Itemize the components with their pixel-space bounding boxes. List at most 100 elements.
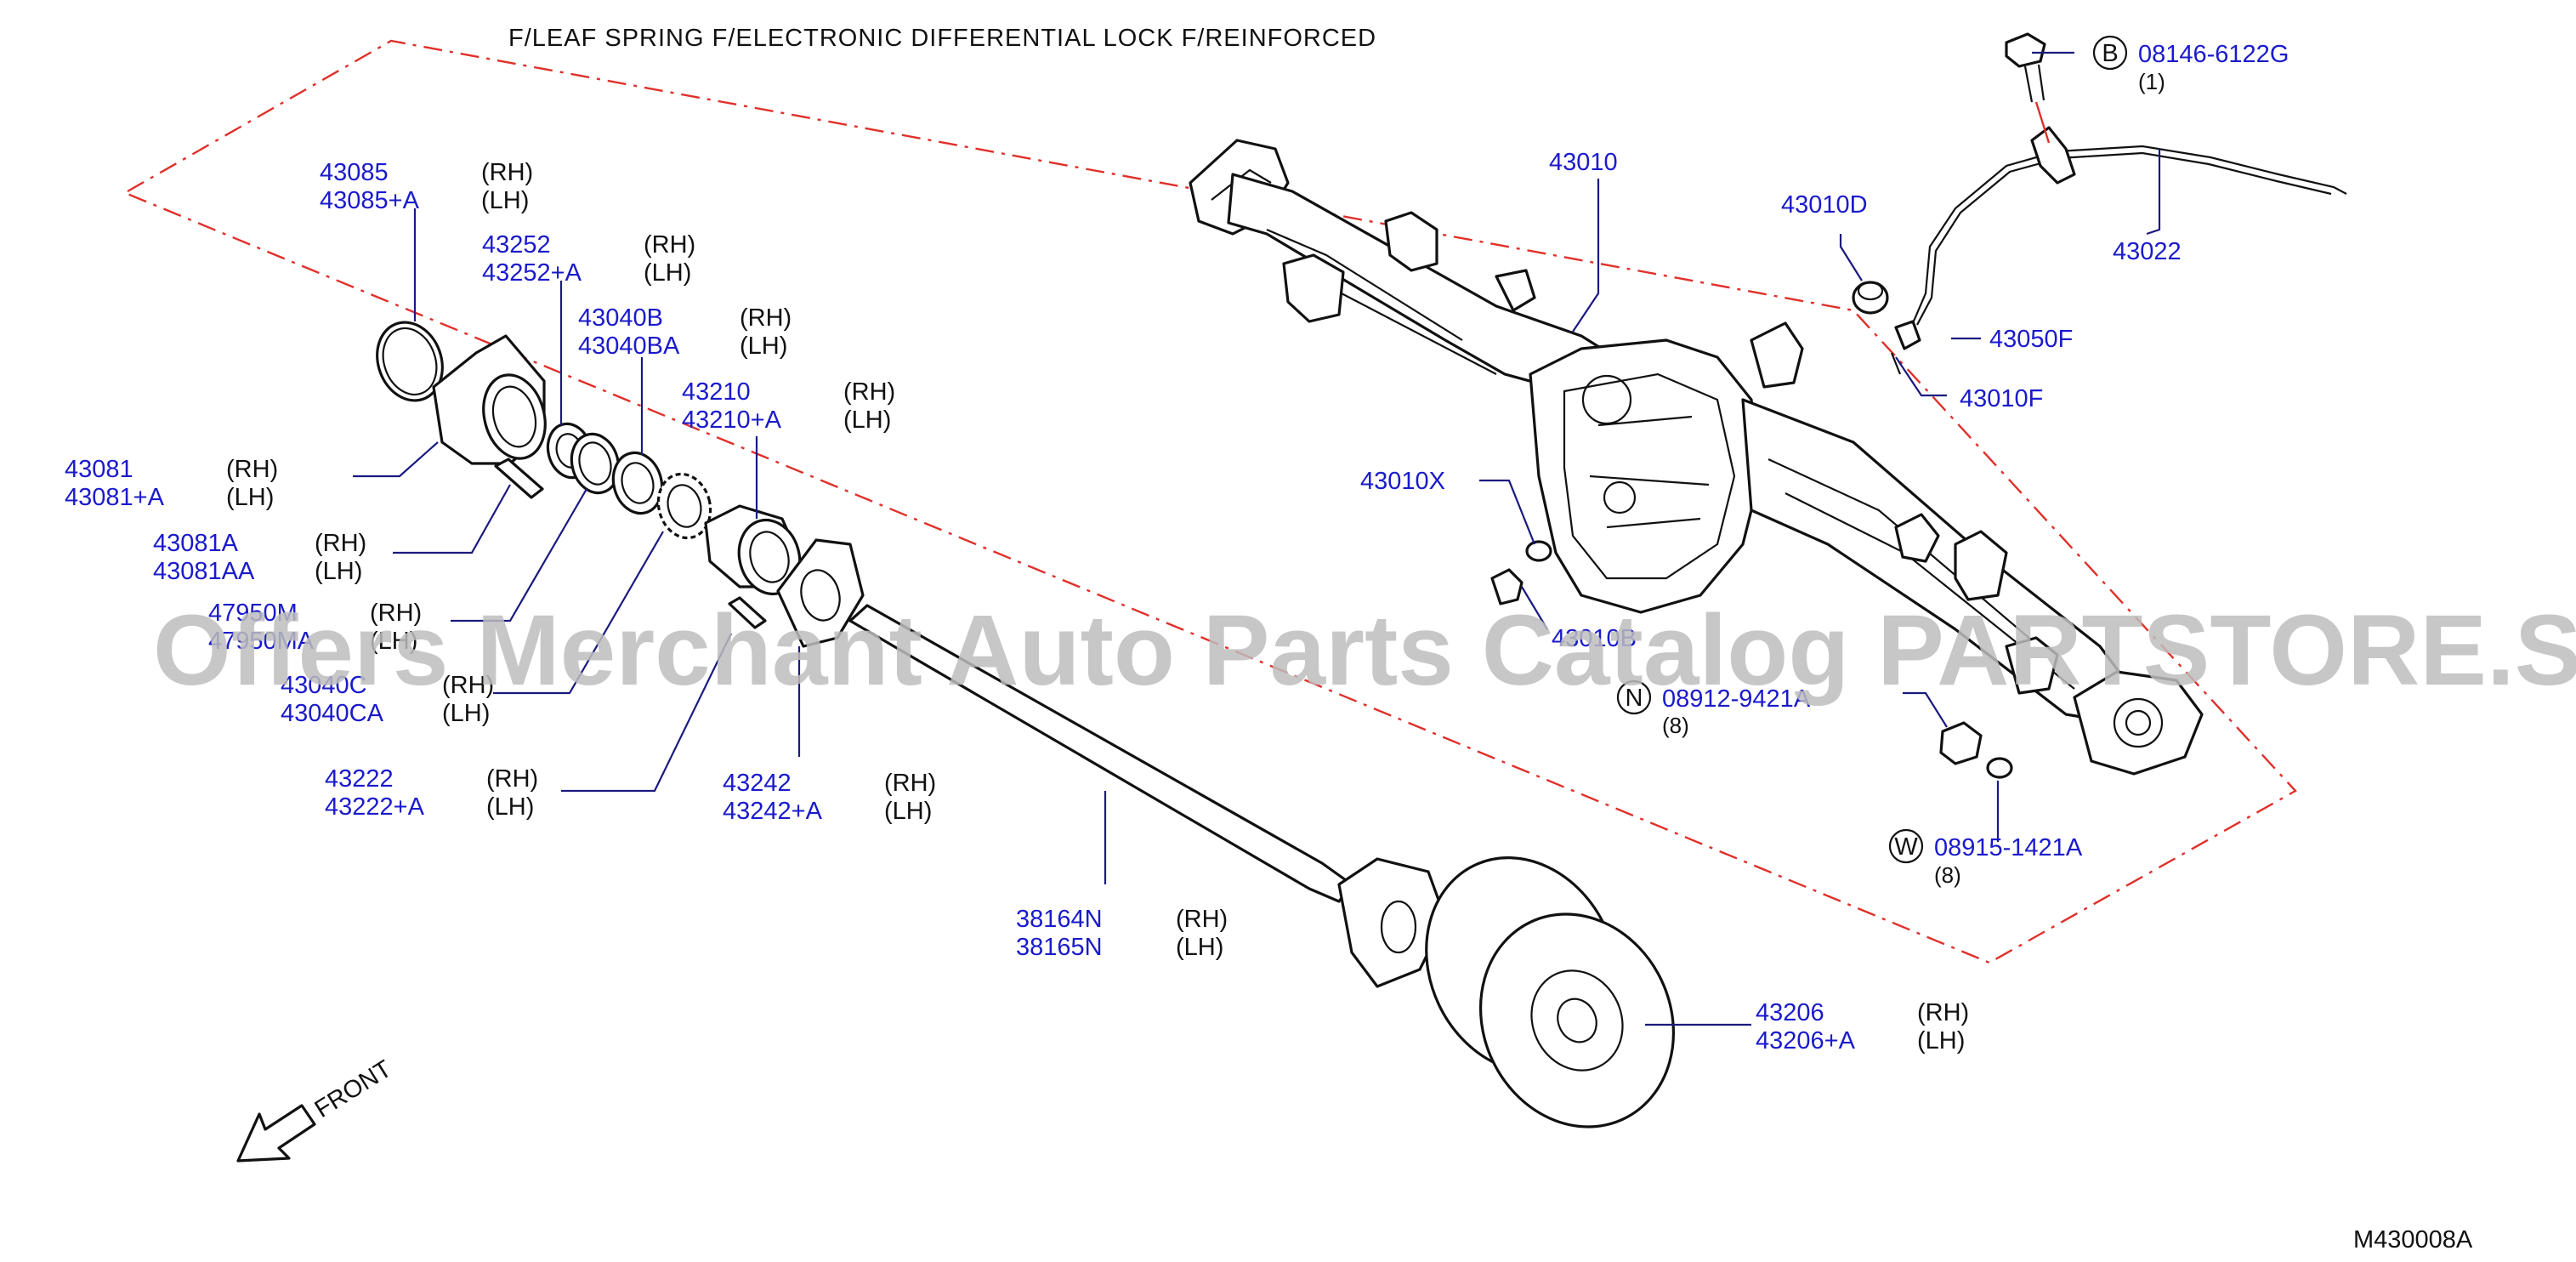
callout-43242[interactable]: 43242 43242+A (RH) (LH) (723, 770, 936, 825)
callout-43081a[interactable]: 43081A 43081AA (RH) (LH) (153, 530, 366, 585)
svg-text:(RH): (RH) (843, 378, 895, 406)
svg-text:43010D: 43010D (1781, 191, 1868, 219)
callout-08146[interactable]: B 08146-6122G (1) (2092, 35, 2289, 94)
callout-43085[interactable]: 43085 43085+A (RH) (LH) (320, 159, 533, 214)
callout-43040b[interactable]: 43040B 43040BA (RH) (LH) (578, 304, 792, 360)
exploded-view-boundary (127, 39, 2297, 964)
svg-text:43222: 43222 (325, 765, 394, 793)
backing-gasket-43242[interactable] (776, 538, 865, 648)
svg-text:38164N: 38164N (1016, 906, 1103, 933)
svg-text:43010X: 43010X (1360, 468, 1445, 495)
hub-bolt-43222[interactable] (728, 596, 767, 629)
callout-08915[interactable]: W 08915-1421A (8) (1888, 828, 2083, 888)
svg-text:(RH): (RH) (486, 765, 538, 793)
svg-text:47950M: 47950M (208, 600, 298, 627)
callout-43010f[interactable]: 43010F (1960, 385, 2043, 412)
svg-text:(8): (8) (1934, 862, 1961, 888)
badge-w-icon (1888, 828, 1924, 864)
diagram-header: F/LEAF SPRING F/ELECTRONIC DIFFERENTIAL … (508, 25, 1376, 52)
svg-text:(1): (1) (2138, 69, 2165, 94)
callout-43222[interactable]: 43222 43222+A (RH) (LH) (325, 765, 538, 821)
svg-text:(RH): (RH) (644, 231, 695, 259)
svg-text:43210: 43210 (682, 378, 751, 406)
svg-text:43206+A: 43206+A (1756, 1027, 1856, 1055)
wheel-bearing-43210[interactable] (704, 504, 808, 601)
callout-43210[interactable]: 43210 43210+A (RH) (LH) (682, 378, 895, 434)
svg-text:(LH): (LH) (315, 558, 362, 585)
callout-43010[interactable]: 43010 (1549, 149, 1618, 176)
diagram-code: M430008A (2353, 1226, 2473, 1253)
svg-text:(LH): (LH) (442, 700, 490, 727)
spacer-47950m[interactable] (565, 429, 625, 498)
svg-text:(RH): (RH) (481, 159, 533, 186)
svg-text:(LH): (LH) (644, 259, 691, 287)
svg-text:(RH): (RH) (442, 672, 494, 699)
svg-text:(LH): (LH) (884, 798, 932, 825)
svg-text:N: N (1626, 685, 1643, 712)
svg-text:43085+A: 43085+A (320, 187, 420, 214)
callout-43022[interactable]: 43022 (2113, 238, 2182, 265)
bearing-retainer-housing-43081[interactable] (432, 334, 554, 465)
badge-b-icon (2092, 35, 2128, 71)
svg-text:08912-9421A: 08912-9421A (1662, 685, 1811, 713)
svg-text:(LH): (LH) (1917, 1027, 1965, 1055)
lock-nut-43040b[interactable] (607, 447, 669, 519)
svg-text:43252: 43252 (482, 231, 551, 259)
plug-43010b[interactable] (1490, 568, 1523, 605)
svg-text:(LH): (LH) (843, 406, 891, 434)
svg-text:(RH): (RH) (884, 770, 936, 797)
svg-text:43252+A: 43252+A (482, 259, 582, 287)
stud-bolt-43081a[interactable] (494, 458, 544, 499)
callout-43010b[interactable]: 43010B (1552, 625, 1637, 652)
svg-text:(RH): (RH) (740, 304, 792, 332)
callout-38164n[interactable]: 38164N 38165N (RH) (LH) (1016, 906, 1228, 961)
callout-43010d[interactable]: 43010D (1781, 191, 1868, 219)
svg-text:43040C: 43040C (281, 672, 367, 699)
svg-text:(RH): (RH) (1917, 999, 1969, 1026)
svg-text:43022: 43022 (2113, 238, 2182, 265)
front-arrow-icon (236, 1104, 316, 1163)
callout-43252[interactable]: 43252 43252+A (RH) (LH) (482, 231, 695, 287)
svg-text:(LH): (LH) (481, 187, 529, 214)
svg-text:43081+A: 43081+A (65, 484, 165, 511)
callout-47950m[interactable]: 47950M 47950MA (RH) (LH) (208, 600, 422, 655)
svg-text:43040B: 43040B (578, 304, 663, 332)
svg-text:(RH): (RH) (370, 600, 422, 627)
bolt-08146[interactable] (2005, 32, 2051, 144)
svg-text:43040CA: 43040CA (281, 700, 384, 727)
nut-08912[interactable] (1939, 721, 1983, 765)
brake-drum-43206[interactable] (1392, 827, 1708, 1159)
svg-text:43040BA: 43040BA (578, 333, 680, 360)
gasket-43010x[interactable] (1525, 540, 1552, 562)
washer-08915[interactable] (1986, 757, 2013, 779)
callout-08912[interactable]: N 08912-9421A (8) (1616, 679, 1811, 738)
svg-text:43010: 43010 (1549, 149, 1618, 176)
svg-text:43050F: 43050F (1989, 326, 2073, 353)
svg-text:38165N: 38165N (1016, 934, 1103, 961)
svg-text:43081A: 43081A (153, 530, 239, 557)
svg-text:08146-6122G: 08146-6122G (2138, 41, 2289, 68)
callout-43010x[interactable]: 43010X (1360, 468, 1445, 495)
svg-text:(LH): (LH) (226, 484, 274, 511)
front-label: FRONT (310, 1055, 397, 1123)
svg-text:(8): (8) (1662, 713, 1689, 738)
lock-washer-43040c[interactable] (651, 469, 718, 544)
svg-text:43206: 43206 (1756, 999, 1824, 1026)
svg-text:43010F: 43010F (1960, 385, 2043, 412)
svg-text:W: W (1894, 833, 1918, 861)
svg-text:(RH): (RH) (1176, 906, 1228, 933)
svg-text:43010B: 43010B (1552, 625, 1637, 652)
plug-43010d[interactable] (1852, 281, 1889, 315)
callout-43040c[interactable]: 43040C 43040CA (RH) (LH) (281, 672, 494, 727)
axle-shaft-38164n[interactable] (848, 604, 1447, 988)
svg-text:B: B (2102, 40, 2118, 67)
svg-text:43081AA: 43081AA (153, 558, 255, 585)
svg-text:08915-1421A: 08915-1421A (1934, 834, 2083, 861)
callout-43050f[interactable]: 43050F (1989, 326, 2073, 353)
callout-43081[interactable]: 43081 43081+A (RH) (LH) (65, 456, 278, 511)
axle-housing[interactable] (1189, 126, 2347, 776)
svg-text:(LH): (LH) (1176, 934, 1223, 961)
callout-43206[interactable]: 43206 43206+A (RH) (LH) (1756, 999, 1969, 1055)
oring-43085[interactable] (366, 313, 453, 410)
